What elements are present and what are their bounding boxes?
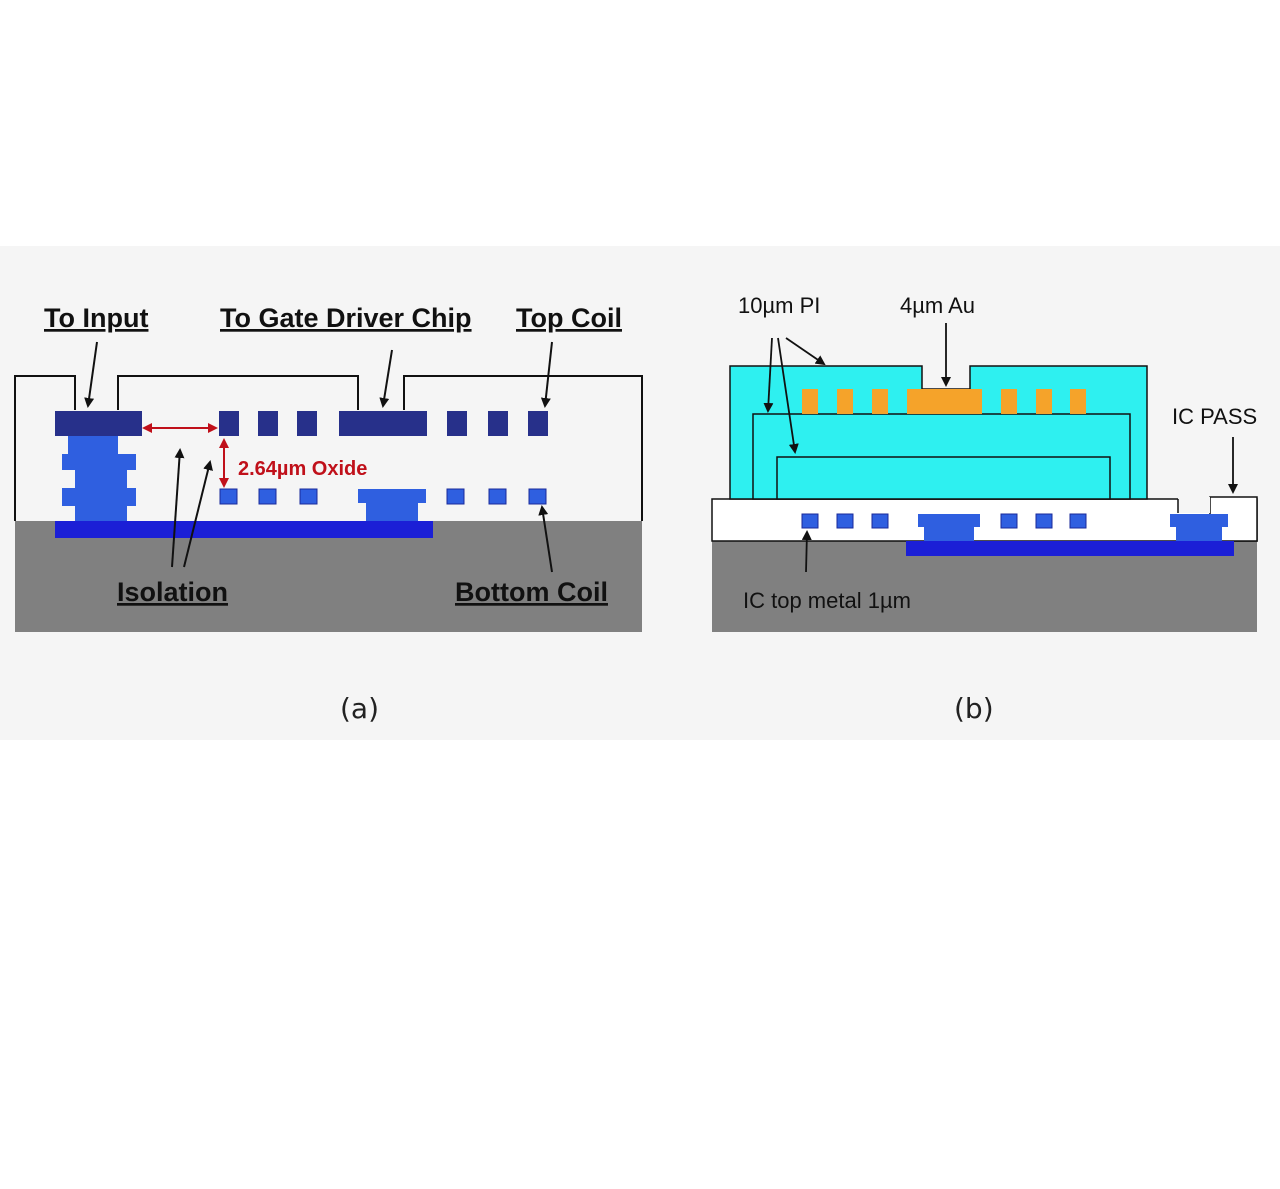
au-coil-segment <box>1001 389 1017 414</box>
isolation-arrow-1 <box>171 448 185 568</box>
caption-a: (a) <box>340 692 379 725</box>
to-input-arrow <box>84 341 98 408</box>
ic-metal-pad-base <box>1176 527 1222 541</box>
label-ic-top-metal: IC top metal 1µm <box>743 588 911 613</box>
bottom-coil-segment <box>219 488 238 505</box>
top-coil-segment <box>447 411 467 436</box>
label-au: 4µm Au <box>900 293 975 318</box>
bottom-coil-arrow <box>538 505 553 573</box>
label-pi: 10µm PI <box>738 293 820 318</box>
pi-arrow-2 <box>777 337 799 454</box>
isolation-arrow-2 <box>183 460 213 568</box>
label-gate-driver: To Gate Driver Chip <box>220 303 472 333</box>
top-input-pad <box>55 411 142 436</box>
ic-top-metal-arrow <box>801 530 812 573</box>
via-stack-layer <box>75 506 127 521</box>
bottom-coil-segment <box>299 488 318 505</box>
ic-metal-segment <box>1035 513 1053 529</box>
via-stack-layer <box>75 470 127 488</box>
gate-driver-pad <box>339 411 427 436</box>
ic-metal-pad <box>1170 514 1228 527</box>
top-coil-segment <box>258 411 278 436</box>
oxide-outline-a <box>14 375 643 521</box>
pi-arrow-1 <box>763 337 774 413</box>
ic-metal-pad-base <box>924 527 974 541</box>
bottom-coil-segment <box>258 488 277 505</box>
label-to-input: To Input <box>44 303 148 333</box>
top-coil-segment <box>297 411 317 436</box>
ic-metal-segment <box>1000 513 1018 529</box>
label-isolation: Isolation <box>117 577 228 607</box>
au-coil-segment <box>1036 389 1052 414</box>
label-ic-pass: IC PASS <box>1172 404 1257 429</box>
top-coil-segment <box>528 411 548 436</box>
via-stack-layer <box>62 488 136 506</box>
au-coil-segment <box>837 389 853 414</box>
panel-b: 10µm PI 4µm Au IC PASS IC top metal 1µm … <box>711 293 1258 725</box>
au-pad <box>907 389 982 414</box>
ic-metal-segment <box>1069 513 1087 529</box>
ic-metal-pad <box>918 514 980 527</box>
pi-layer-bottom <box>776 456 1111 500</box>
pi-arrow-3 <box>785 337 826 366</box>
substrate-b <box>712 541 1257 632</box>
ic-metal-segment <box>871 513 889 529</box>
ic-pass-gap <box>1178 497 1210 513</box>
via-stack-layer <box>62 454 136 470</box>
top-coil-segment <box>488 411 508 436</box>
bottom-metal-stripe-b <box>906 541 1234 556</box>
panel-a: To Input To Gate Driver Chip Top Coil 2.… <box>14 303 643 725</box>
gate-driver-arrow <box>379 349 393 408</box>
au-coil-segment <box>872 389 888 414</box>
caption-b: (b) <box>954 692 994 725</box>
label-oxide: 2.64µm Oxide <box>238 458 367 480</box>
ic-metal-segment <box>836 513 854 529</box>
label-top-coil: Top Coil <box>516 303 622 333</box>
bottom-center-pad <box>358 489 426 503</box>
bottom-coil-segment <box>488 488 507 505</box>
bottom-metal-stripe-a <box>55 521 433 538</box>
label-bottom-coil: Bottom Coil <box>455 577 608 607</box>
bottom-center-pad-base <box>366 503 418 521</box>
ic-metal-segment <box>801 513 819 529</box>
au-coil-segment <box>1070 389 1086 414</box>
bottom-coil-segment <box>528 488 547 505</box>
substrate-a <box>15 521 642 632</box>
bottom-coil-segment <box>446 488 465 505</box>
top-coil-segment <box>219 411 239 436</box>
top-coil-arrow <box>540 341 553 408</box>
au-coil-segment <box>802 389 818 414</box>
via-stack-layer <box>68 434 118 454</box>
